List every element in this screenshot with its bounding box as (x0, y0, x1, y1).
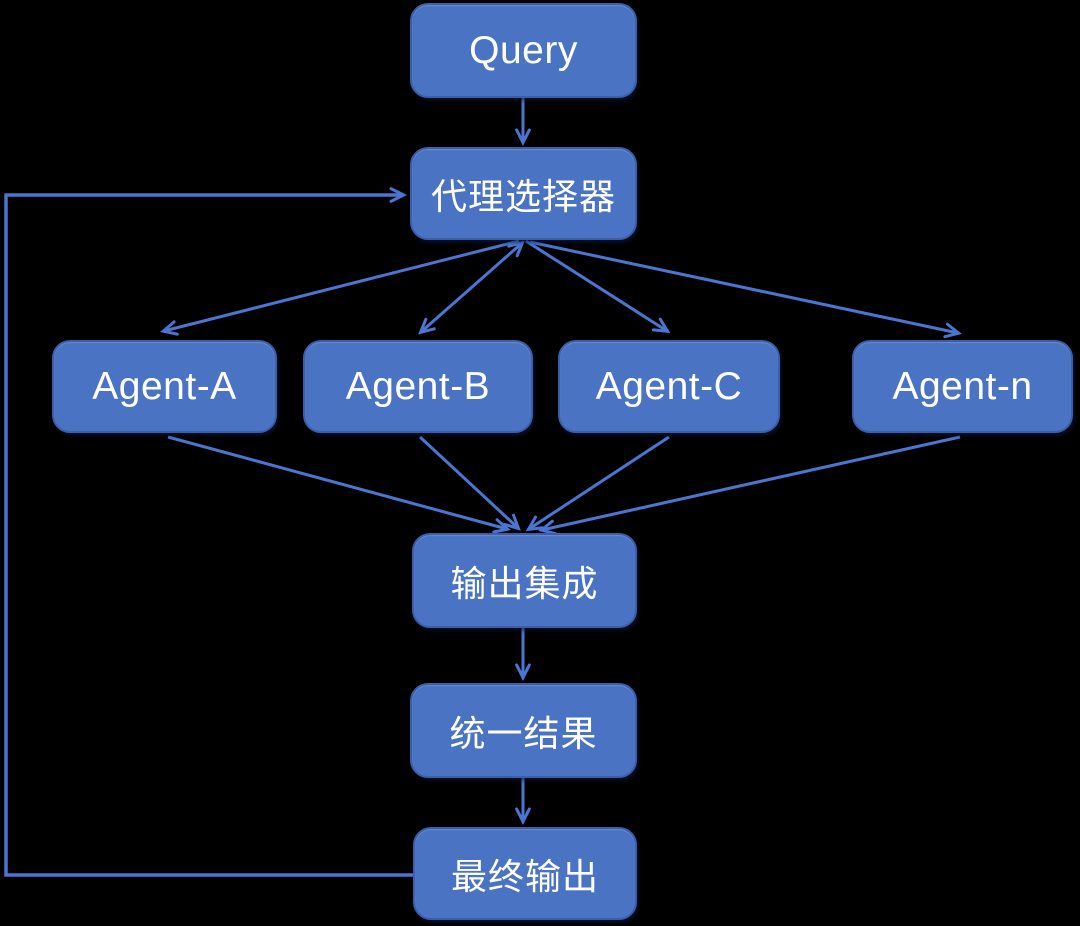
node-output-integration-label: 输出集成 (450, 563, 599, 604)
edge-selector-to-agent-n (529, 240, 958, 333)
edge-selector-to-agent-c (525, 239, 667, 331)
node-agent-c-label: Agent-C (595, 364, 743, 408)
edge-agent-n-to-integration (542, 435, 961, 530)
node-unified-result: 统一结果 (410, 683, 637, 778)
node-agent-n: Agent-n (852, 340, 1073, 433)
edge-agent-b-to-integration (418, 435, 518, 528)
edge-agent-c-to-integration (529, 435, 670, 529)
node-output-integration: 输出集成 (412, 533, 637, 628)
node-unified-result-label: 统一结果 (449, 713, 598, 754)
node-final-output: 最终输出 (413, 827, 637, 920)
node-agent-n-label: Agent-n (892, 364, 1033, 408)
node-final-output-label: 最终输出 (450, 856, 599, 897)
edge-selector-to-agent-b (421, 243, 522, 332)
node-query-label: Query (469, 28, 578, 72)
node-agent-selector-label: 代理选择器 (430, 176, 616, 217)
node-agent-selector: 代理选择器 (410, 147, 637, 240)
node-agent-c: Agent-C (558, 340, 780, 433)
edge-selector-to-agent-a (164, 239, 520, 331)
node-agent-b-label: Agent-B (345, 364, 491, 408)
edge-agent-a-to-integration (167, 435, 507, 529)
node-agent-a: Agent-A (52, 340, 277, 433)
edge-final-to-selector-feedback (4, 195, 413, 877)
node-agent-b: Agent-B (303, 340, 533, 433)
node-query: Query (410, 3, 637, 98)
node-agent-a-label: Agent-A (92, 364, 237, 408)
